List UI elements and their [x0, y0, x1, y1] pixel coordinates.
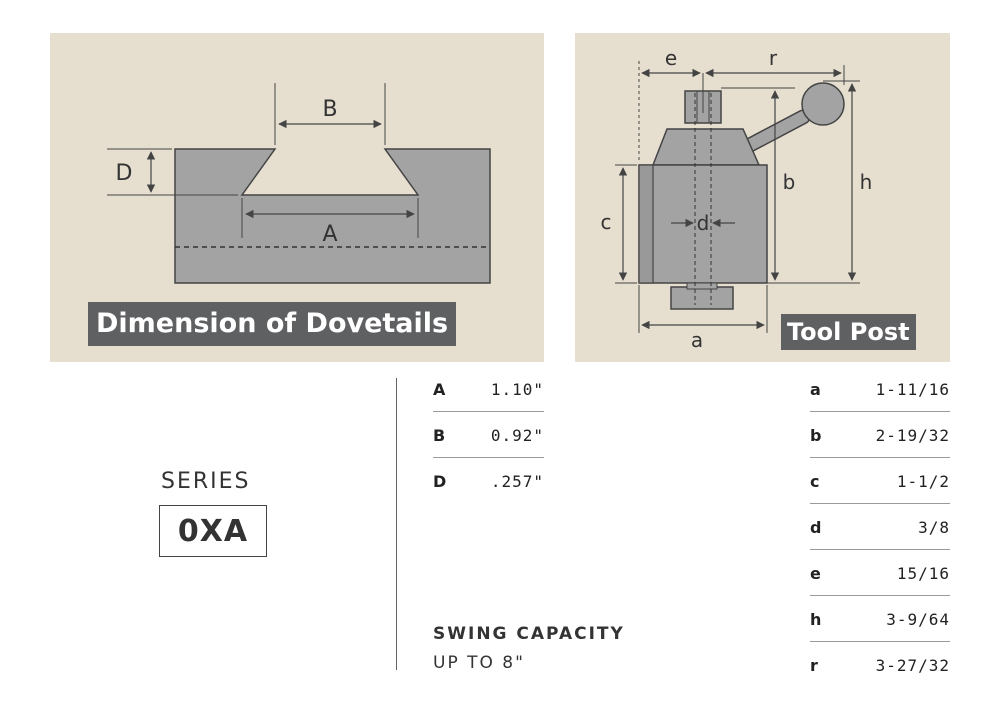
tool-post-body	[638, 164, 768, 284]
spec-key: D	[433, 471, 447, 491]
tool-post-banner: Tool Post	[781, 314, 916, 350]
dimension-r-label: r	[769, 46, 778, 70]
spec-value: 3-9/64	[886, 609, 950, 629]
dimension-b-label: b	[783, 170, 796, 194]
series-name-box: 0XA	[159, 505, 267, 557]
dovetail-banner: Dimension of Dovetails	[88, 302, 457, 346]
series-name: 0XA	[177, 513, 249, 549]
tool-spec-row-h: h 3-9/64	[810, 596, 950, 642]
dovetail-block	[174, 148, 491, 284]
dovetail-spec-row-b: B 0.92"	[433, 412, 544, 458]
spec-value: 1-1/2	[896, 471, 950, 491]
spec-value: 3-27/32	[875, 655, 950, 675]
dovetail-diagram-panel: B D A Dimension of Dovetails	[50, 33, 544, 362]
series-label: SERIES	[161, 469, 251, 494]
spec-key: c	[810, 471, 820, 491]
dimension-e-label: e	[665, 46, 677, 70]
spec-separator	[810, 503, 950, 504]
spec-separator	[810, 595, 950, 596]
spec-separator	[810, 549, 950, 550]
tool-spec-row-r: r 3-27/32	[810, 642, 950, 688]
tool-spec-row-d: d 3/8	[810, 504, 950, 550]
spec-separator	[810, 411, 950, 412]
spec-key: r	[810, 655, 818, 675]
tool-post-collar	[651, 128, 761, 166]
dimension-a-label: a	[691, 328, 703, 352]
tool-spec-row-a: a 1-11/16	[810, 366, 950, 412]
dimension-c-label: c	[601, 210, 612, 234]
spec-separator	[810, 457, 950, 458]
dimension-h-label: h	[860, 170, 873, 194]
spec-value: 3/8	[918, 517, 950, 537]
spec-value: 15/16	[896, 563, 950, 583]
dovetail-diagram: B D A	[107, 83, 491, 284]
vertical-divider	[396, 378, 397, 670]
tool-spec-row-e: e 15/16	[810, 550, 950, 596]
spec-value: 2-19/32	[875, 425, 950, 445]
tool-post-base	[670, 286, 734, 310]
spec-value: 1.10"	[490, 379, 544, 399]
spec-key: b	[810, 425, 822, 445]
dovetail-spec-row-a: A 1.10"	[433, 366, 544, 412]
dovetail-spec-row-d: D .257"	[433, 458, 544, 504]
spec-value: 1-11/16	[875, 379, 950, 399]
spec-key: A	[433, 379, 446, 399]
swing-capacity-value: UP TO 8"	[433, 653, 525, 673]
dimension-d-label: D	[116, 161, 133, 186]
tool-spec-row-c: c 1-1/2	[810, 458, 950, 504]
tool-post-diagram-panel: e r b h c d a Tool Post	[575, 33, 950, 362]
dimension-d-label: d	[697, 211, 710, 235]
spec-separator	[810, 641, 950, 642]
spec-separator	[433, 457, 544, 458]
dimension-b-label: B	[322, 97, 337, 122]
tool-post-diagram: e r b h c d a	[601, 46, 873, 352]
spec-key: d	[810, 517, 822, 537]
dimension-a-label: A	[322, 222, 337, 247]
swing-capacity-title: SWING CAPACITY	[433, 624, 625, 644]
tool-spec-row-b: b 2-19/32	[810, 412, 950, 458]
spec-separator	[433, 411, 544, 412]
spec-key: B	[433, 425, 446, 445]
spec-key: h	[810, 609, 822, 629]
spec-key: e	[810, 563, 821, 583]
spec-value: .257"	[490, 471, 544, 491]
tool-post-handle	[742, 82, 845, 153]
spec-key: a	[810, 379, 821, 399]
spec-value: 0.92"	[490, 425, 544, 445]
